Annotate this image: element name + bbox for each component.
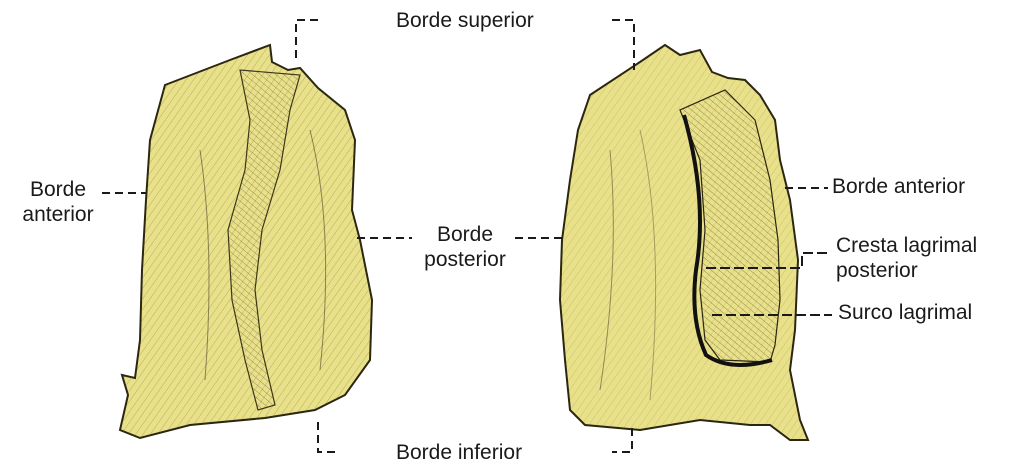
label-left-borde-anterior: Borde anterior bbox=[10, 177, 106, 227]
label-borde-inferior: Borde inferior bbox=[396, 440, 522, 465]
label-cresta-lagrimal-line1: Cresta lagrimal bbox=[836, 233, 977, 258]
label-surco-lagrimal: Surco lagrimal bbox=[838, 300, 972, 325]
label-borde-posterior: Borde posterior bbox=[414, 222, 516, 272]
label-cresta-lagrimal-posterior: Cresta lagrimal posterior bbox=[836, 233, 977, 283]
label-right-borde-anterior: Borde anterior bbox=[832, 174, 965, 199]
label-borde-posterior-line2: posterior bbox=[414, 247, 516, 272]
right-bone bbox=[560, 45, 808, 440]
leader-superior-left bbox=[296, 20, 318, 62]
leader-inferior-right bbox=[612, 428, 632, 452]
label-borde-posterior-line1: Borde bbox=[414, 222, 516, 247]
label-cresta-lagrimal-line2: posterior bbox=[836, 258, 977, 283]
label-borde-superior: Borde superior bbox=[396, 8, 534, 33]
leader-inferior-left bbox=[318, 422, 335, 452]
left-bone bbox=[120, 45, 372, 438]
label-left-borde-anterior-line2: anterior bbox=[10, 202, 106, 227]
leader-superior-right bbox=[612, 20, 634, 70]
label-left-borde-anterior-line1: Borde bbox=[10, 177, 106, 202]
